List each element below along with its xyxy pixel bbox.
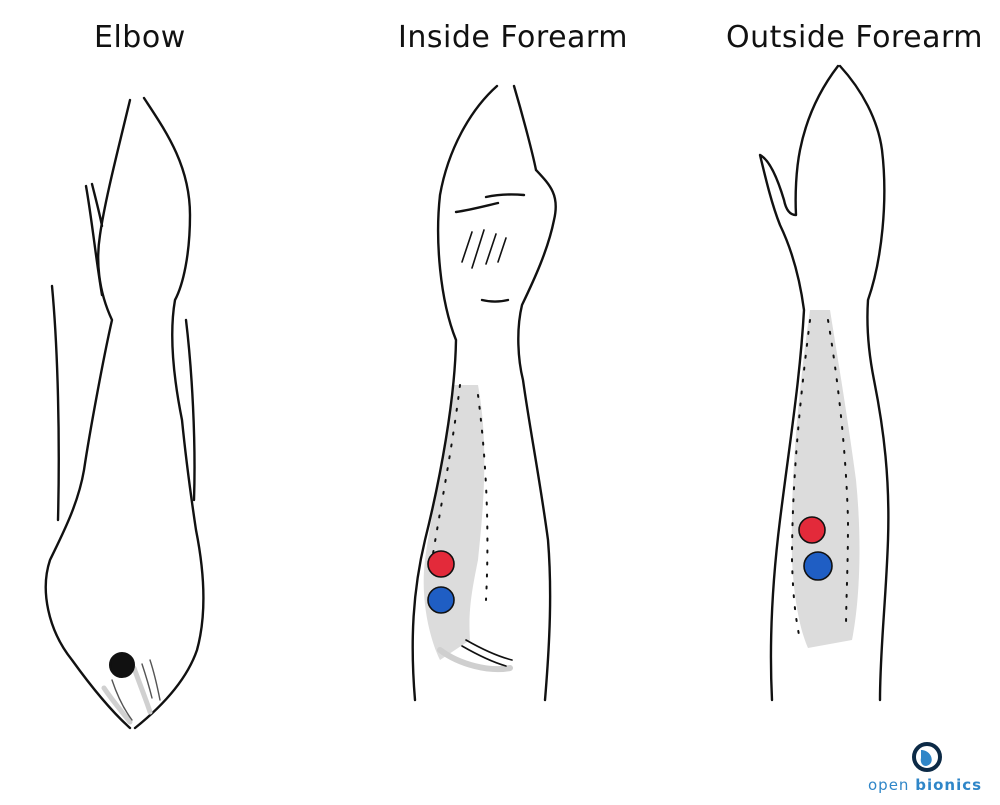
logo-word-open: open: [868, 776, 910, 794]
outside-forearm-arm-drawing: [758, 64, 890, 702]
outside-blue-electrode: [803, 551, 833, 581]
inside-blue-electrode: [427, 586, 455, 614]
title-outside-forearm: Outside Forearm: [726, 20, 983, 55]
title-elbow: Elbow: [94, 20, 186, 55]
elbow-black-electrode: [109, 652, 135, 678]
outside-red-electrode: [798, 516, 826, 544]
inside-forearm-arm-drawing: [411, 84, 557, 702]
open-bionics-logo: open bionics: [868, 742, 986, 798]
logo-wordmark: open bionics: [868, 776, 986, 794]
inside-red-electrode: [427, 550, 455, 578]
title-inside-forearm: Inside Forearm: [398, 20, 628, 55]
open-bionics-logo-icon: [912, 742, 942, 772]
logo-word-bionics: bionics: [915, 776, 983, 794]
elbow-arm-drawing: [44, 96, 205, 730]
